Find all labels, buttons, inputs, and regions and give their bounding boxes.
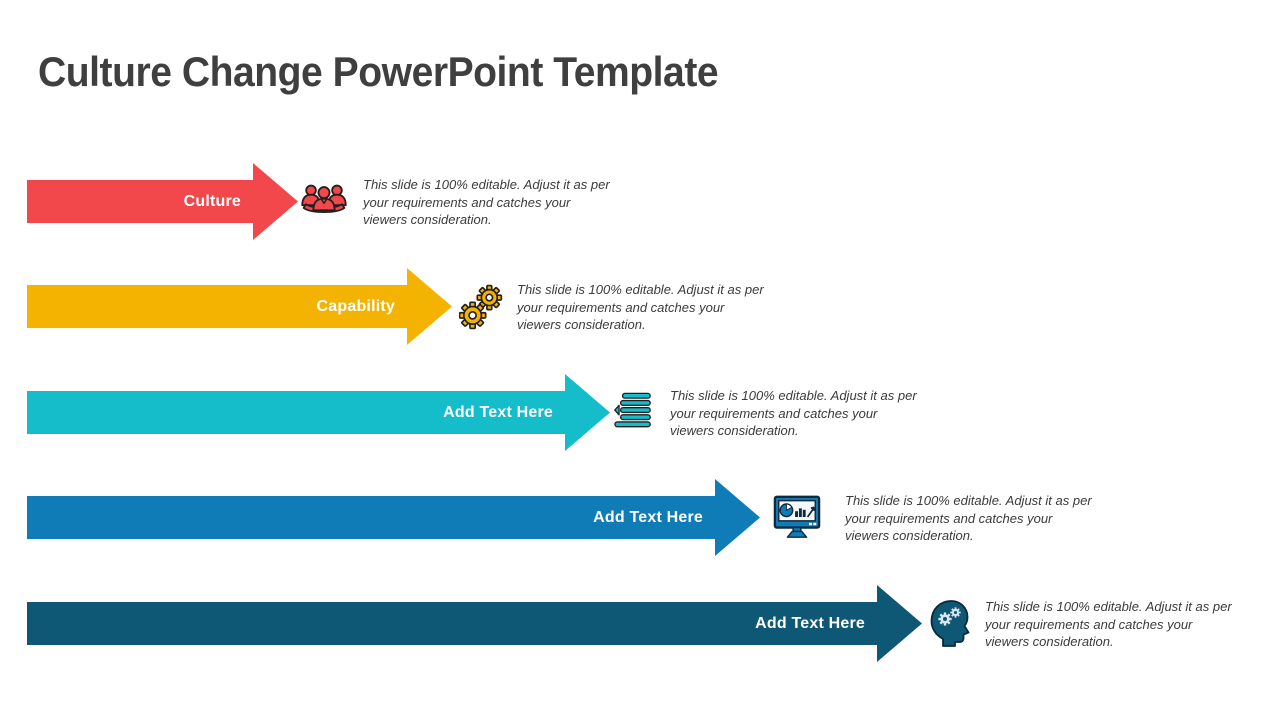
slide-title: Culture Change PowerPoint Template	[38, 48, 719, 95]
row5-description[interactable]: This slide is 100% editable. Adjust it a…	[985, 599, 1232, 649]
analytics-monitor-icon[interactable]	[772, 494, 822, 540]
capability-arrow-shape[interactable]: Capability	[27, 268, 452, 345]
row4-arrow-label: Add Text Here	[593, 508, 703, 526]
team-people-icon[interactable]	[299, 179, 349, 223]
culture-arrow-shape[interactable]: Culture	[27, 163, 298, 240]
mind-gears-icon[interactable]	[925, 597, 971, 647]
row5-arrow-label: Add Text Here	[755, 614, 865, 632]
row4-arrow-shape[interactable]: Add Text Here	[27, 479, 760, 556]
culture-description[interactable]: This slide is 100% editable. Adjust it a…	[363, 177, 610, 227]
row3-arrow-shape[interactable]: Add Text Here	[27, 374, 610, 451]
capability-arrow-label: Capability	[316, 297, 395, 315]
row3-description[interactable]: This slide is 100% editable. Adjust it a…	[670, 388, 917, 438]
gears-icon[interactable]	[458, 284, 505, 330]
culture-arrow-label: Culture	[183, 192, 241, 210]
row4-description[interactable]: This slide is 100% editable. Adjust it a…	[845, 493, 1092, 543]
text-list-icon[interactable]	[614, 391, 654, 431]
row3-arrow-label: Add Text Here	[443, 403, 553, 421]
capability-description[interactable]: This slide is 100% editable. Adjust it a…	[517, 282, 764, 332]
row5-arrow-shape[interactable]: Add Text Here	[27, 585, 922, 662]
